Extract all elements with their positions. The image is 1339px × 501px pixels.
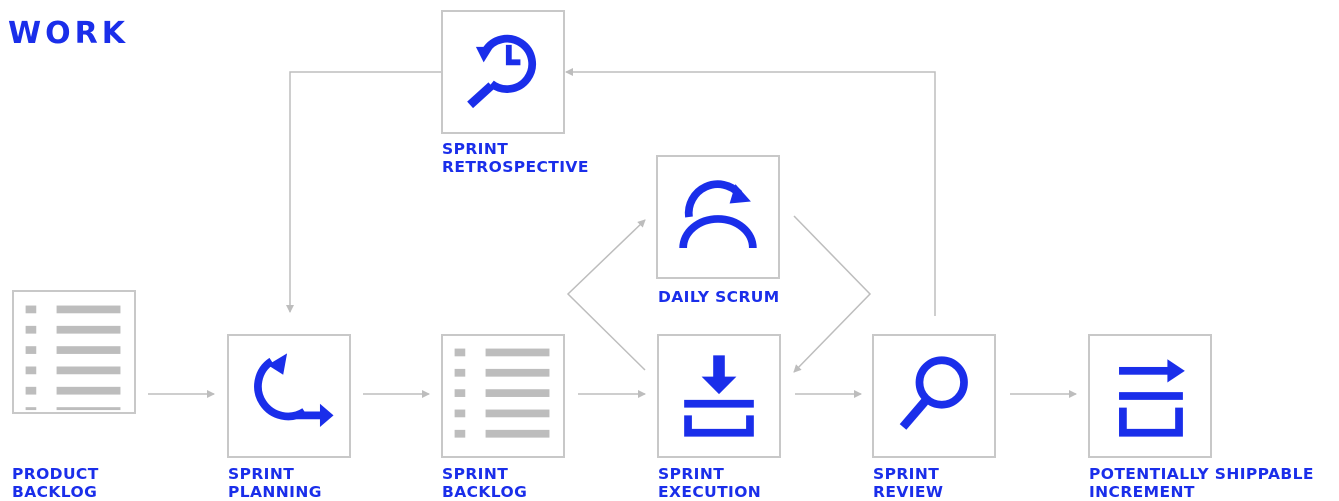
daily-cycle-icon [679, 180, 757, 249]
sprint-planning-box [227, 334, 351, 458]
product-backlog-box [12, 290, 136, 414]
arrow-daily-scrum-to-execution [793, 215, 872, 373]
list-icon [25, 305, 121, 411]
arrow-review-to-retrospective [565, 68, 936, 316]
cycle-arrow-icon [254, 353, 334, 427]
arrow-retrospective-to-planning [286, 71, 441, 313]
daily-scrum-box [656, 155, 780, 279]
magnifier-icon [899, 356, 968, 430]
sprint-execution-box [657, 334, 781, 458]
arrow-execution-to-daily-scrum [566, 219, 646, 371]
sprint-backlog-box [441, 334, 565, 458]
increment-box [1088, 334, 1212, 458]
page-title: WORK [8, 16, 129, 51]
sprint-retrospective-box [441, 10, 565, 134]
clock-magnifier-icon [467, 34, 537, 109]
daily-scrum-label: DAILY SCRUM [658, 288, 780, 306]
transfer-icon [1119, 359, 1185, 437]
list-icon [454, 348, 550, 438]
download-tray-icon [684, 355, 754, 437]
sprint-review-box [872, 334, 996, 458]
